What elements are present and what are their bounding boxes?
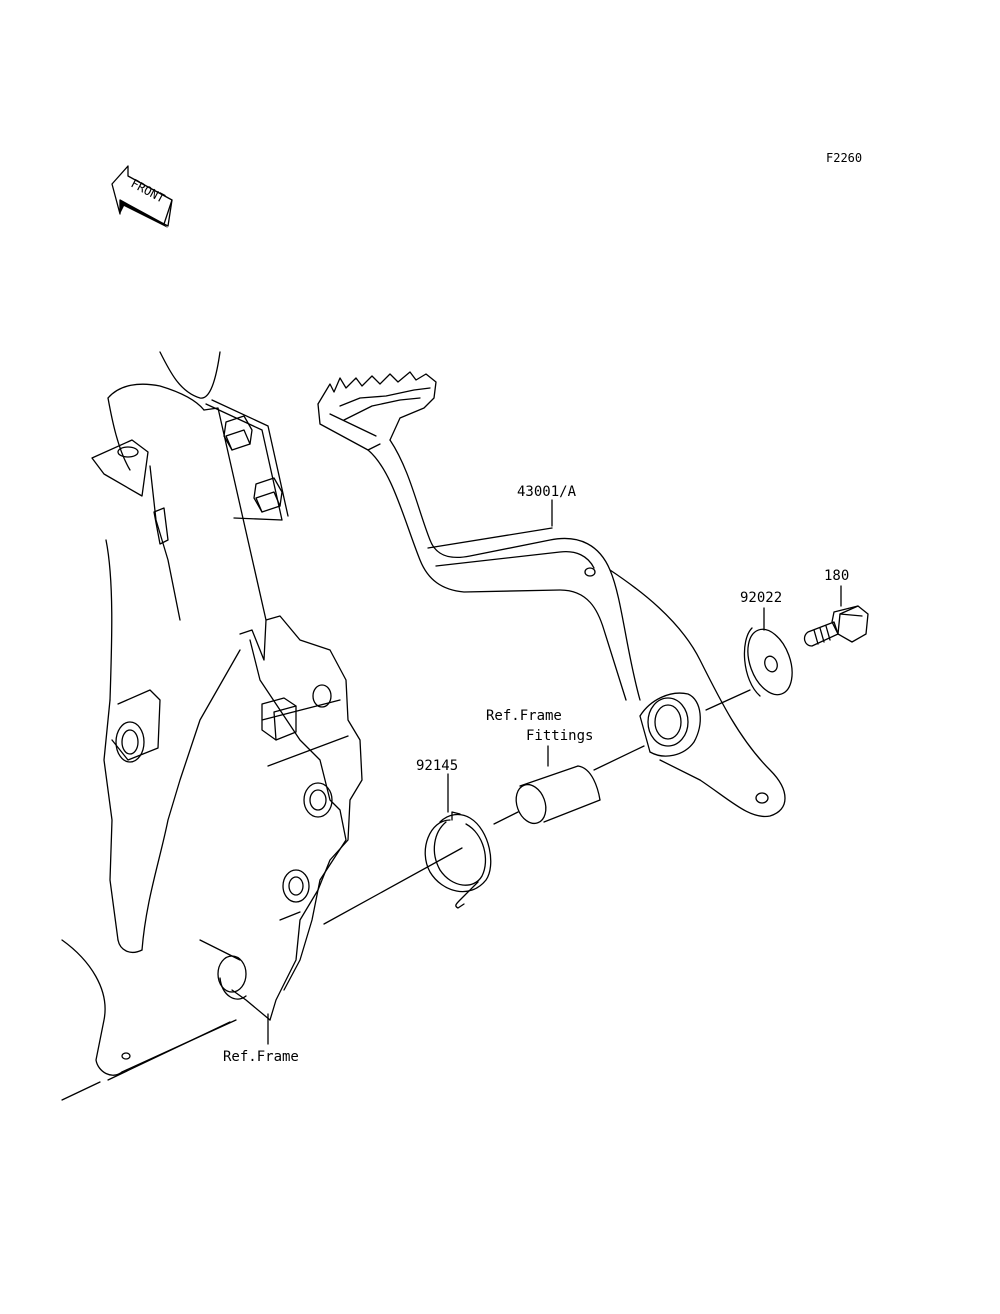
reference-fittings-label-line1: Ref.Frame xyxy=(486,708,562,724)
assembly-centerline xyxy=(323,689,751,925)
frame-pivot-plate-drawing xyxy=(199,615,363,1021)
figure-code: F2260 xyxy=(826,151,863,165)
part-label-washer[interactable]: 92022 xyxy=(740,590,783,606)
washer-drawing xyxy=(743,627,793,697)
leader-lines xyxy=(267,499,842,1045)
frame-drawing xyxy=(61,351,267,1101)
part-label-spring[interactable]: 92145 xyxy=(416,758,459,774)
bushing-drawing xyxy=(515,765,601,825)
part-label-bolt[interactable]: 180 xyxy=(824,568,850,584)
part-label-brake-pedal[interactable]: 43001/A xyxy=(517,484,577,500)
spring-drawing xyxy=(424,811,492,909)
frame-bracket-drawing xyxy=(205,399,289,521)
bolt-drawing xyxy=(803,605,869,647)
front-arrow-icon: FRONT xyxy=(111,165,173,228)
reference-frame-label: Ref.Frame xyxy=(223,1049,299,1065)
brake-pedal-drawing xyxy=(317,371,786,818)
reference-fittings-label-line2: Fittings xyxy=(526,728,594,744)
